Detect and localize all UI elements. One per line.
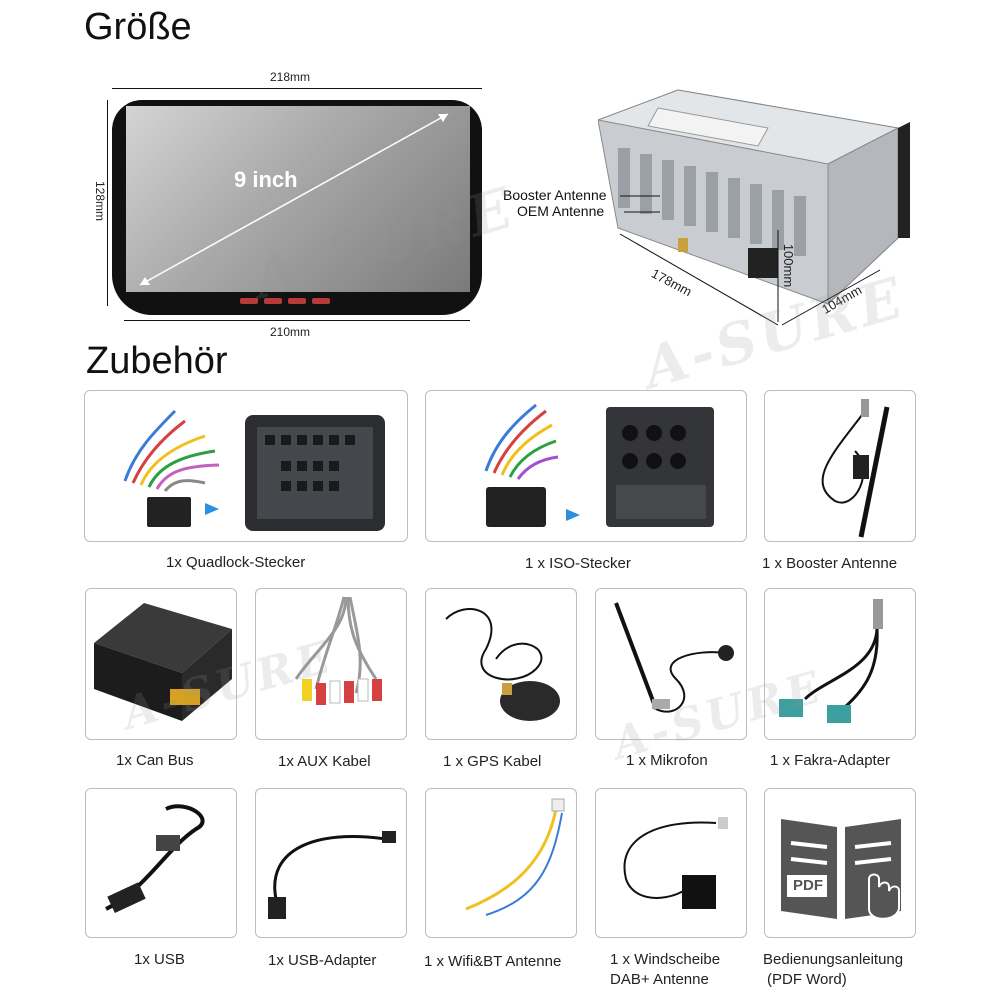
accessory-card-quadlock xyxy=(84,390,408,542)
quadlock-connector-image xyxy=(123,409,385,531)
accessory-label-wifi-bt: 1 x Wifi&BT Antenne xyxy=(424,953,562,970)
accessory-label-can-bus: 1x Can Bus xyxy=(116,752,194,769)
accessory-card-gps xyxy=(425,588,577,740)
screen-size-label: 9 inch xyxy=(234,167,298,192)
accessory-card-booster-antenna xyxy=(764,390,916,542)
accessory-card-can-bus xyxy=(85,588,237,740)
oem-antenna-label: OEM Antenne xyxy=(517,203,605,219)
width-top-label: 218mm xyxy=(270,70,311,84)
accessory-label-manual-line2: (PDF Word) xyxy=(767,971,847,988)
accessory-card-microphone xyxy=(595,588,747,740)
accessory-card-usb xyxy=(85,788,237,938)
width-top-dimension-line xyxy=(112,88,482,89)
width-bottom-dimension-line xyxy=(124,320,470,321)
gps-cable-image xyxy=(445,608,560,721)
accessory-label-gps: 1 x GPS Kabel xyxy=(443,753,542,770)
accessory-card-aux xyxy=(255,588,407,740)
usb-cable-image xyxy=(105,804,205,914)
accessory-label-dab-line1: 1 x Windscheibe xyxy=(610,951,721,968)
accessory-label-manual-line1: Bedienungsanleitung xyxy=(763,951,904,968)
size-section-title: Größe xyxy=(84,6,192,48)
microphone-image xyxy=(614,602,734,713)
aux-cable-image xyxy=(294,596,382,705)
accessories-section-title: Zubehör xyxy=(86,340,228,382)
usb-adapter-image xyxy=(268,831,396,919)
head-unit-screen xyxy=(126,106,470,292)
accessory-label-manual: Bedienungsanleitung (PDF Word) xyxy=(763,950,903,990)
accessory-card-usb-adapter xyxy=(255,788,407,938)
head-unit-rear-view xyxy=(598,88,910,306)
booster-antenna-label: Booster Antenne xyxy=(503,187,607,203)
accessory-label-usb: 1x USB xyxy=(134,951,185,968)
iso-connector-image xyxy=(484,403,714,527)
accessory-card-wifi-bt xyxy=(425,788,577,938)
height-dimension-line xyxy=(107,100,108,306)
accessory-card-manual: PDF xyxy=(764,788,916,938)
can-bus-image xyxy=(94,603,232,721)
height-label: 128mm xyxy=(93,180,108,222)
dab-antenna-image xyxy=(623,817,728,909)
pdf-icon-text: PDF xyxy=(793,877,823,894)
unit-height-label: 100mm xyxy=(781,243,797,288)
head-unit-buttons xyxy=(240,298,330,304)
accessory-label-usb-adapter: 1x USB-Adapter xyxy=(268,952,377,969)
accessory-label-fakra: 1 x Fakra-Adapter xyxy=(770,752,891,769)
accessory-card-fakra xyxy=(764,588,916,740)
accessory-card-dab xyxy=(595,788,747,938)
wifi-bt-antenna-image xyxy=(465,798,565,916)
width-bottom-label: 210mm xyxy=(270,325,311,339)
accessory-label-dab: 1 x Windscheibe DAB+ Antenne xyxy=(610,950,720,990)
manual-book-icon xyxy=(781,819,901,920)
fakra-adapter-image xyxy=(779,599,883,723)
accessory-label-microphone: 1 x Mikrofon xyxy=(626,752,708,769)
accessory-label-quadlock: 1x Quadlock-Stecker xyxy=(166,554,306,571)
booster-antenna-image xyxy=(821,399,890,538)
accessory-label-iso: 1 x ISO-Stecker xyxy=(525,555,631,572)
accessory-label-booster-antenna: 1 x Booster Antenne xyxy=(762,555,898,572)
accessory-label-aux: 1x AUX Kabel xyxy=(278,753,371,770)
accessory-card-iso xyxy=(425,390,747,542)
accessory-label-dab-line2: DAB+ Antenne xyxy=(610,971,709,988)
